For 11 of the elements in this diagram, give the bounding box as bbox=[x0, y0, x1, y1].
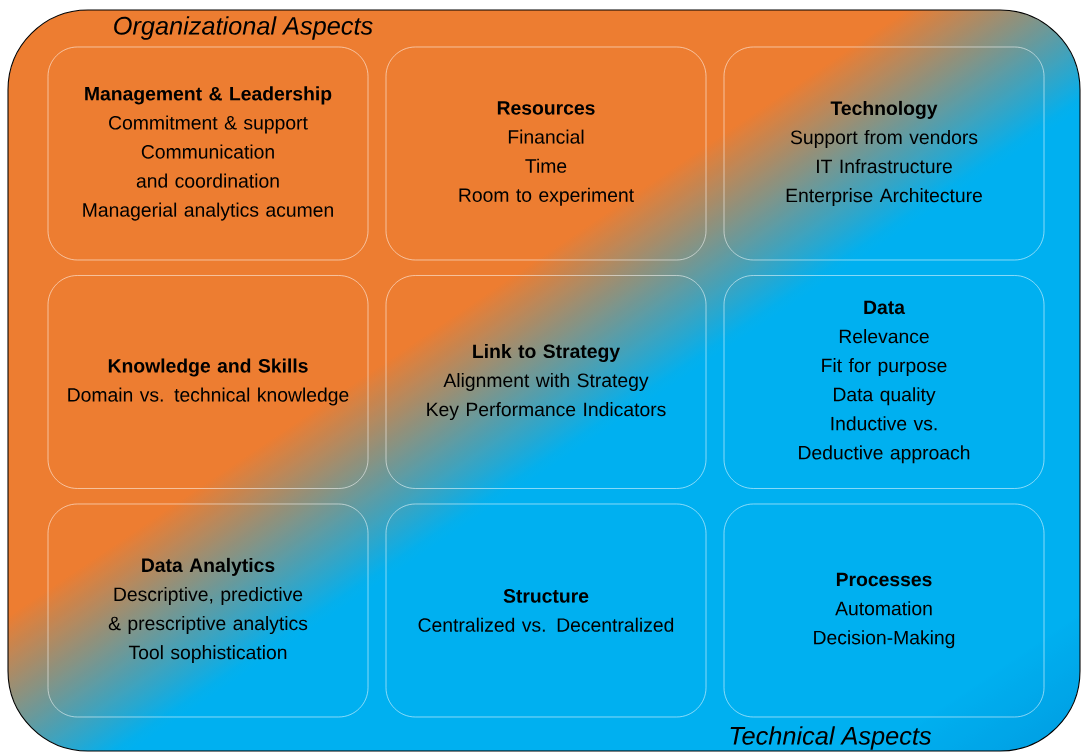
aspect-box: Link to Strategy Alignment with Strategy Key Performance Indicators bbox=[385, 275, 707, 489]
aspect-box: Data Analytics Descriptive, predictive & prescriptive analytics Tool sophistication bbox=[47, 503, 369, 718]
panel-title: Organizational Aspects bbox=[114, 16, 373, 40]
aspect-box: Data Relevance Fit for purpose Data quality Inductive vs. Deductive approach bbox=[723, 275, 1045, 489]
aspect-box: Processes Automation Decision-Making bbox=[723, 503, 1045, 718]
aspect-box: Management & Leadership Commitment & support Communication and coordination Managerial analytics acumen bbox=[47, 46, 369, 261]
aspect-box: Resources Financial Time Room to experiment bbox=[385, 46, 707, 261]
aspect-box: Technology Support from vendors IT Infrastructure Enterprise Architecture bbox=[723, 46, 1045, 261]
panel-title: Technical Aspects bbox=[730, 726, 932, 750]
aspect-box: Knowledge and Skills Domain vs. technical knowledge bbox=[47, 275, 369, 489]
aspect-box: Structure Centralized vs. Decentralized bbox=[385, 503, 707, 718]
